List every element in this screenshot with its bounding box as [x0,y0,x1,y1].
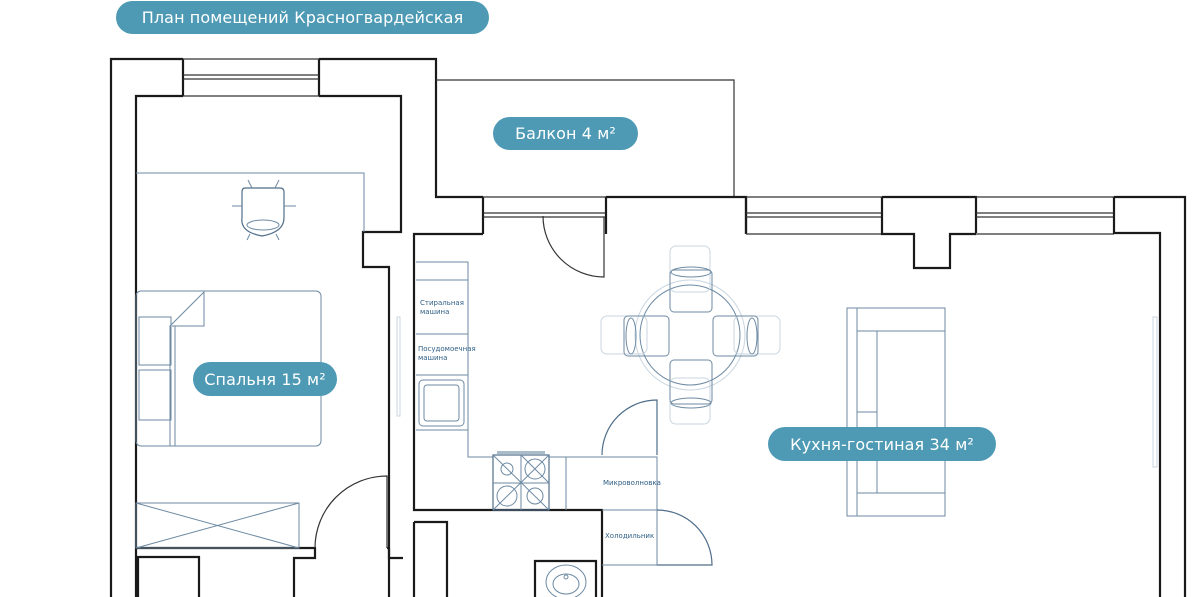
wall-right-inner [1112,197,1162,597]
label-dishwasher-line1: Посудомоечная [418,345,476,353]
room-label-balcony: Балкон 4 м² [493,117,638,150]
radiator [396,316,401,417]
sofa [846,307,946,517]
plan-title: План помещений Красногвардейская [116,1,489,34]
label-washing-machine: Стиральная машина [420,299,464,317]
wall-bedroom-outer [109,57,183,597]
label-fridge: Холодильник [605,532,655,540]
balcony-outline [436,79,735,197]
dining-chair [623,315,670,357]
label-dishwasher-line2: машина [418,354,448,362]
dining-table [600,245,781,425]
kitchen-door [601,399,658,456]
office-chair [232,179,296,241]
room-label-bedroom: Спальня 15 м² [193,362,337,396]
kitchen-counter [416,261,713,566]
balcony-door [542,215,605,278]
dining-chair [669,359,713,405]
label-dishwasher: Посудомоечная машина [418,345,476,363]
dining-chair [669,269,713,313]
wall-bedroom-right [319,94,403,597]
room-label-kitchen-living: Кухня-гостиная 34 м² [768,427,996,461]
wall-bedroom-inner [134,94,183,597]
bedroom-furniture [135,172,401,549]
bathroom-sink [545,564,587,597]
dining-chair [712,315,759,357]
wall-between-bedroom-balcony [319,57,483,199]
label-washing-machine-line1: Стиральная [420,299,464,307]
fridge-door [656,509,713,566]
kitchen-walls [412,195,1187,597]
label-washing-machine-line2: машина [420,308,450,316]
balcony [436,79,735,197]
kitchen-sink [418,379,465,427]
walls [109,57,483,597]
wall-kitchen-left [412,232,604,597]
label-microwave: Микроволновка [603,479,661,487]
bedroom-door [314,475,388,549]
stove [492,451,550,511]
tv [1152,316,1158,468]
wardrobe [135,502,300,549]
wall-right-outer [1114,195,1187,597]
